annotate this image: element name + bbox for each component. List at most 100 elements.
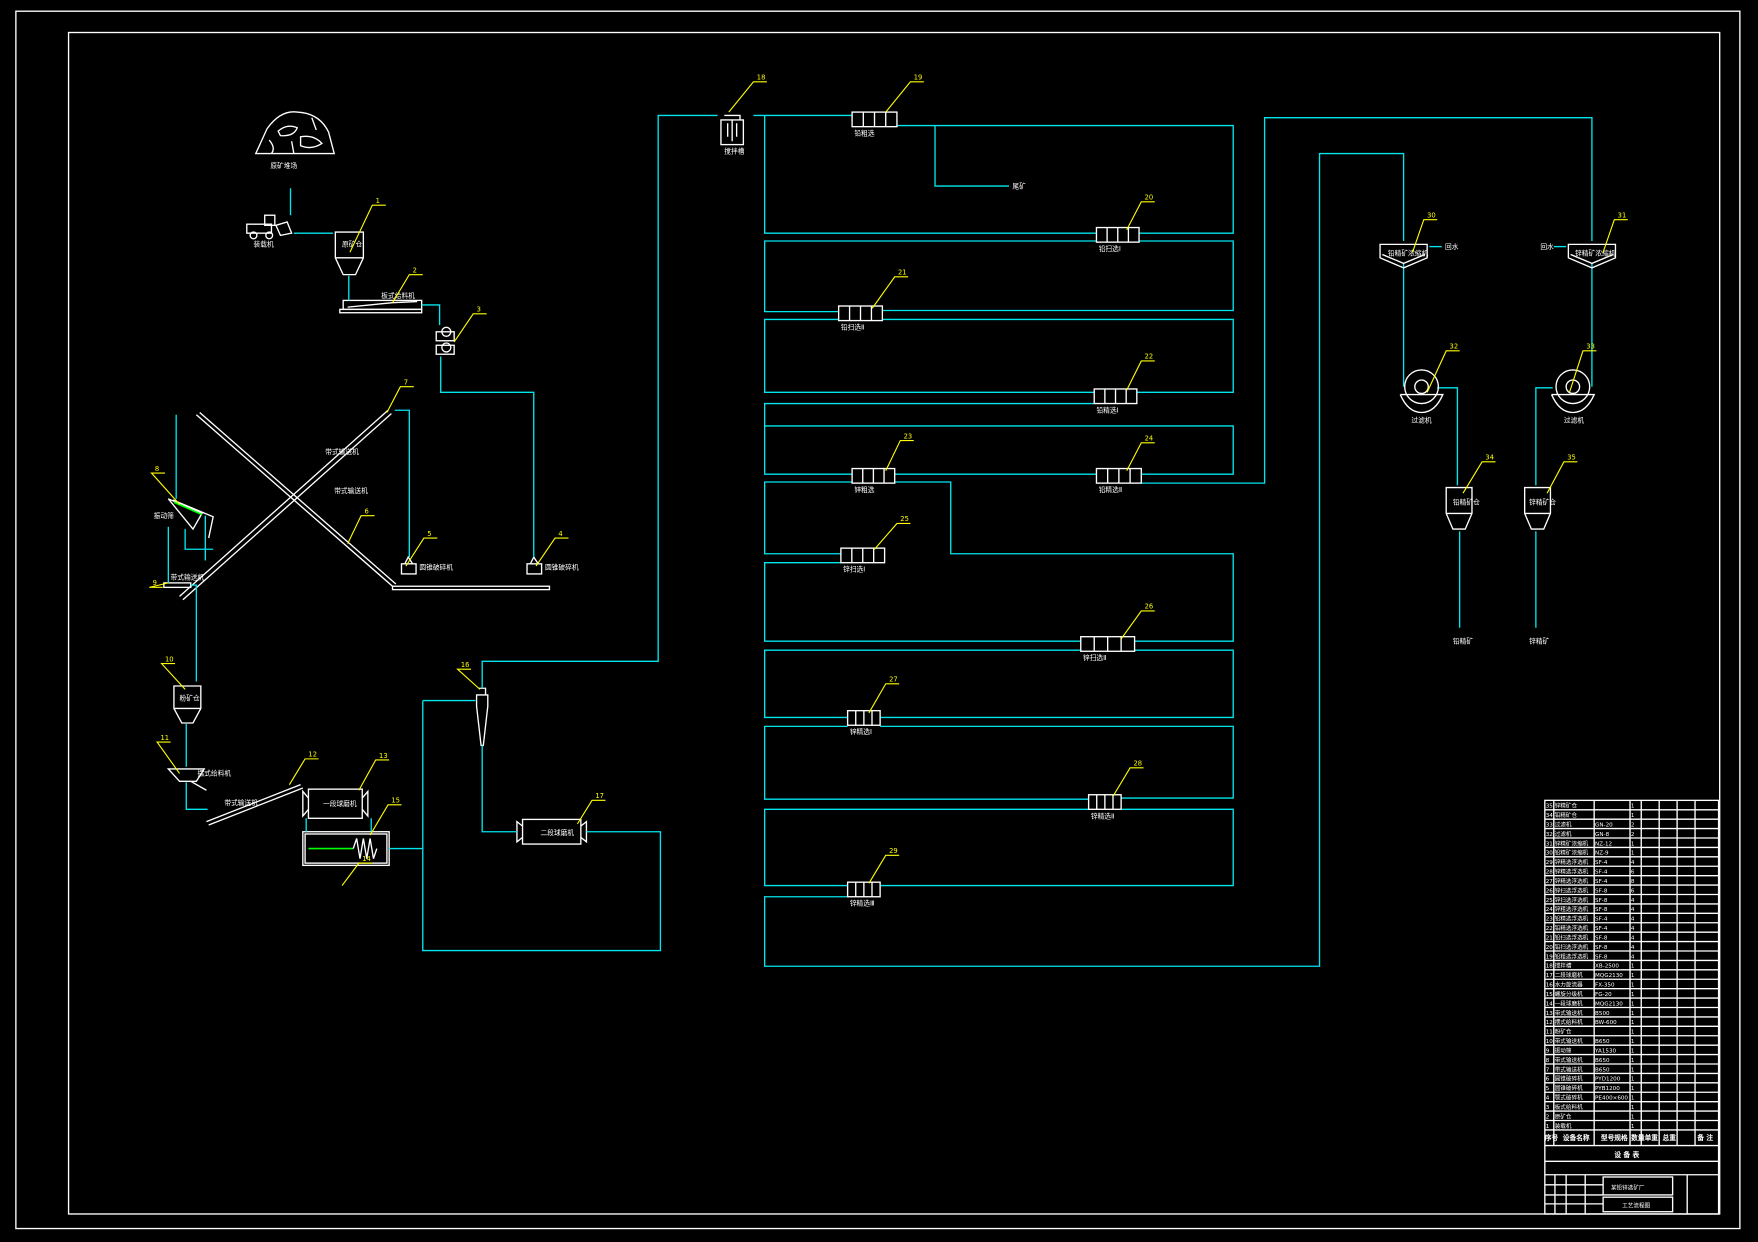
- tag-leader: [149, 582, 169, 588]
- tag-leader: [1462, 461, 1496, 494]
- cell-name: 铅精选浮选机: [1555, 924, 1589, 932]
- cell-qty: 1: [1631, 841, 1635, 847]
- coarse-bin-label: 原矿仓: [342, 240, 362, 249]
- cell-qty: 1: [1631, 1020, 1635, 1026]
- tag-number: 32: [1450, 343, 1459, 351]
- tag-leader: [1568, 350, 1597, 393]
- tag-number: 16: [461, 661, 470, 669]
- tag-number: 33: [1586, 343, 1595, 351]
- concentrate-bin-b: 锌精矿仓 锌精矿: [1523, 486, 1556, 645]
- tag-leader: [358, 759, 390, 791]
- table-header: 序号设备名称型号规格数量单重总重备 注: [1545, 1133, 1714, 1142]
- cell-spec: GN-8: [1595, 832, 1610, 838]
- cell-name: 锌粗选浮选机: [1555, 905, 1589, 913]
- tag-number: 17: [595, 792, 604, 800]
- cell-spec: SF-8: [1595, 888, 1608, 894]
- cell-name: 铅扫选浮选机: [1555, 943, 1589, 951]
- cell-name: 铅精选浮选机: [1555, 915, 1589, 923]
- tag-leader: [386, 386, 414, 413]
- cell-spec: YA1530: [1594, 1048, 1616, 1054]
- cell-name: 过滤机: [1555, 820, 1572, 828]
- cell-no: 22: [1546, 926, 1553, 932]
- equipment-tag: 11: [156, 734, 180, 774]
- flotation-cell: 锌扫选Ⅱ: [1080, 636, 1136, 662]
- cell-spec: PYB1200: [1595, 1086, 1620, 1092]
- cell-no: 21: [1546, 935, 1554, 941]
- cell-qty: 4: [1631, 935, 1635, 941]
- pipe: [763, 481, 853, 555]
- cell-name: 锌扫选浮选机: [1555, 886, 1589, 894]
- flotation-cell: 铅精选Ⅰ: [1093, 388, 1138, 415]
- cone-crusher-b: 圆锥破碎机: [526, 555, 579, 575]
- tag-leader: [1112, 767, 1144, 797]
- cell-name: 板式给料机: [1555, 1103, 1583, 1111]
- cell-name: 带式输送机: [1555, 1065, 1583, 1073]
- pipe: [763, 115, 1097, 234]
- tag-leader: [453, 313, 487, 343]
- tag-number: 1: [376, 197, 380, 205]
- tag-number: 19: [914, 74, 923, 82]
- cell-spec: MQG2130: [1595, 1001, 1623, 1007]
- tag-number: 25: [900, 515, 909, 523]
- flotation-cell-label: 锌精选Ⅲ: [850, 899, 875, 908]
- cell-name: 螺旋分级机: [1555, 990, 1583, 998]
- cell-qty: 1: [1631, 813, 1635, 819]
- cone-crusher-b-label: 圆锥破碎机: [545, 562, 579, 571]
- conveyor-b-label: 带式输送机: [334, 486, 368, 495]
- pipe: [481, 114, 718, 689]
- cell-qty: 1: [1631, 983, 1635, 989]
- pendulum-feeder-label: 摆式给料机: [197, 769, 231, 778]
- cell-no: 28: [1546, 870, 1554, 876]
- cell-qty: 2: [1631, 822, 1635, 828]
- cell-qty: 1: [1631, 1058, 1635, 1064]
- cell-no: 2: [1546, 1114, 1550, 1120]
- loader-label: 装载机: [254, 240, 274, 249]
- tag-number: 3: [477, 306, 481, 314]
- equipment-tag: 19: [885, 74, 924, 113]
- cell-no: 33: [1546, 822, 1554, 828]
- cell-name: 带式输送机: [1555, 1037, 1583, 1045]
- cell-name: 二段球磨机: [1555, 971, 1583, 979]
- header-name: 设备名称: [1563, 1133, 1590, 1142]
- cell-name: 颚式破碎机: [1555, 1094, 1583, 1102]
- filter-b: 过滤机: [1550, 369, 1596, 425]
- ball-mill-2: 二段球磨机: [516, 818, 588, 845]
- cell-name: 一段球磨机: [1555, 999, 1583, 1007]
- pipe: [763, 402, 1234, 475]
- cell-no: 29: [1546, 860, 1554, 866]
- tag-leader: [1126, 442, 1155, 472]
- cell-qty: 1: [1631, 1105, 1635, 1111]
- product-b-label: 锌精矿: [1529, 636, 1549, 645]
- equipment-tag: 24: [1126, 435, 1155, 472]
- flotation-cell: 锌精选Ⅲ: [846, 881, 881, 908]
- header-no: 序号: [1545, 1133, 1559, 1142]
- cell-qty: 1: [1631, 1096, 1635, 1102]
- cell-qty: 1: [1631, 851, 1635, 857]
- equipment-tag: 31: [1602, 211, 1628, 253]
- cell-spec: SF-4: [1595, 926, 1608, 932]
- pipe: [1437, 387, 1459, 486]
- pendulum-feeder: 摆式给料机: [166, 768, 231, 791]
- cell-qty: 1: [1631, 1114, 1635, 1120]
- equipment-tag: 3: [453, 306, 487, 343]
- fine-ore-bin: 粉矿仓: [173, 685, 202, 724]
- flotation-cell-label: 锌精选Ⅱ: [1091, 811, 1114, 820]
- cell-no: 17: [1546, 973, 1554, 979]
- tag-number: 7: [404, 378, 408, 386]
- cell-name: 带式输送机: [1555, 1009, 1583, 1017]
- tag-number: 2: [413, 266, 417, 274]
- tag-number: 34: [1485, 454, 1494, 462]
- cell-spec: NZ-12: [1595, 841, 1612, 847]
- tag-leader: [885, 81, 924, 113]
- pipes: [167, 114, 1593, 967]
- tag-leader: [150, 472, 180, 505]
- filter-a-label: 过滤机: [1411, 416, 1431, 425]
- pipe: [763, 649, 1081, 719]
- header-spec: 型号规格: [1601, 1133, 1628, 1142]
- pipe: [422, 700, 662, 952]
